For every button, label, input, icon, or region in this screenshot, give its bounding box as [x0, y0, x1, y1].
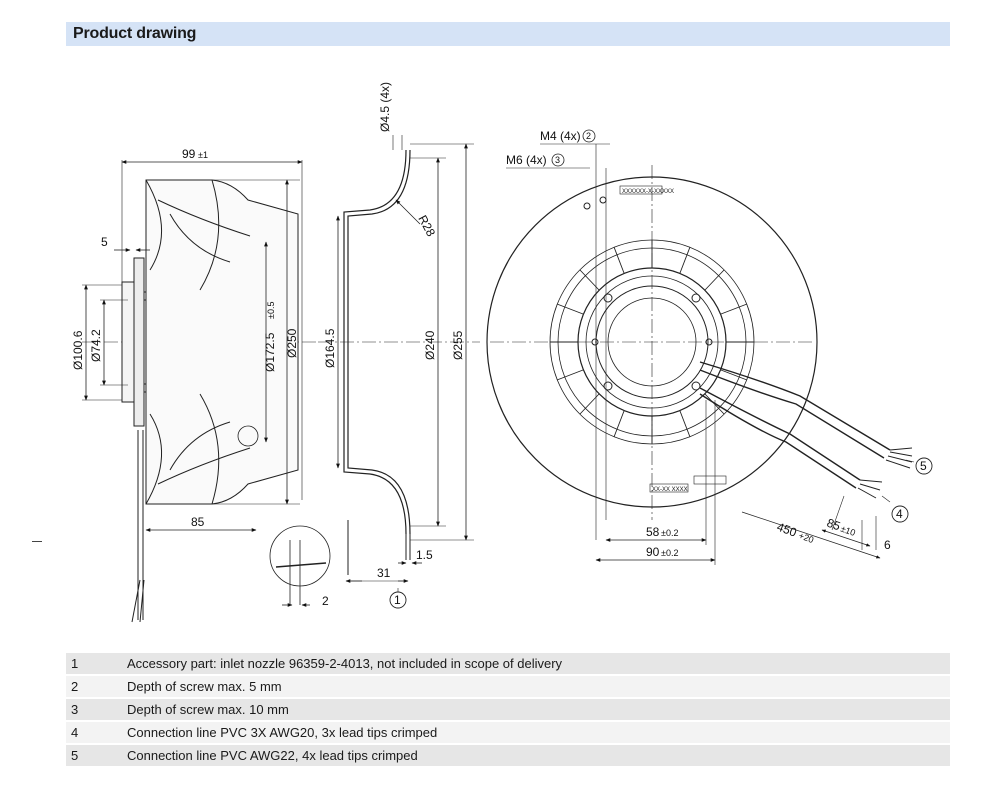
dim-450: 450	[775, 520, 799, 540]
dim-85-lead: 85	[825, 516, 843, 534]
dim-r28: R28	[415, 213, 438, 239]
dim-255: Ø255	[451, 330, 465, 360]
note-row: 2 Depth of screw max. 5 mm	[66, 676, 950, 697]
section-title: Product drawing	[73, 25, 197, 42]
note-number: 3	[71, 702, 79, 717]
dim-240: Ø240	[423, 330, 437, 360]
nozzle-view	[318, 135, 480, 609]
label-sticker: XXXXXX-X-XXXXX	[622, 189, 674, 195]
dim-85-lead-tol: ±10	[839, 523, 856, 538]
dim-250: Ø250	[285, 328, 299, 358]
callout-2: 2	[586, 131, 591, 141]
notes-table: 1 Accessory part: inlet nozzle 96359-2-4…	[66, 653, 950, 768]
note-number: 5	[71, 748, 79, 763]
m4-label: M4 (4x)	[540, 129, 581, 143]
note-number: 4	[71, 725, 79, 740]
dim-172-5-tol: ±0.5	[266, 302, 276, 319]
dim-1-5: 1.5	[416, 548, 433, 562]
callout-1: 1	[394, 593, 401, 607]
note-text: Accessory part: inlet nozzle 96359-2-401…	[127, 656, 563, 671]
dim-58: 58	[646, 525, 660, 539]
dim-detail-2: 2	[322, 594, 329, 608]
dim-6: 6	[884, 538, 891, 552]
dim-hole-4-5: Ø4.5 (4x)	[378, 82, 392, 132]
note-text: Depth of screw max. 5 mm	[127, 679, 282, 694]
callout-4: 4	[896, 507, 903, 521]
note-text: Depth of screw max. 10 mm	[127, 702, 289, 717]
dim-31: 31	[377, 566, 391, 580]
note-text: Connection line PVC 3X AWG20, 3x lead ti…	[127, 725, 438, 740]
dim-58-tol: ±0.2	[661, 528, 678, 538]
front-view	[486, 129, 933, 565]
dim-99-tol: ±1	[198, 150, 208, 160]
note-row: 3 Depth of screw max. 10 mm	[66, 699, 950, 720]
margin-mark	[32, 541, 42, 542]
note-row: 1 Accessory part: inlet nozzle 96359-2-4…	[66, 653, 950, 674]
dim-90: 90	[646, 545, 660, 559]
dim-172-5: Ø172.5	[263, 332, 277, 372]
note-text: Connection line PVC AWG22, 4x lead tips …	[127, 748, 418, 763]
dim-164-5: Ø164.5	[323, 328, 337, 368]
callout-3: 3	[555, 155, 560, 165]
dim-100-6: Ø100.6	[71, 330, 85, 370]
section-header: Product drawing	[66, 22, 950, 46]
note-row: 5 Connection line PVC AWG22, 4x lead tip…	[66, 745, 950, 766]
date-code: XX-XX XXXX	[652, 487, 688, 493]
dim-5: 5	[101, 235, 108, 249]
dim-74-2: Ø74.2	[89, 329, 103, 362]
note-number: 1	[71, 656, 79, 671]
m6-label: M6 (4x)	[506, 153, 547, 167]
dim-85: 85	[191, 515, 205, 529]
callout-5: 5	[920, 459, 927, 473]
side-view	[82, 160, 331, 623]
note-row: 4 Connection line PVC 3X AWG20, 3x lead …	[66, 722, 950, 743]
dim-90-tol: ±0.2	[661, 548, 678, 558]
dim-99: 99	[182, 147, 196, 161]
product-drawing: 99 ±1 5 Ø100.6 Ø74.2 Ø172.5 ±0.5 Ø250 85…	[71, 82, 933, 623]
note-number: 2	[71, 679, 79, 694]
dim-450-tol: +20	[797, 530, 815, 545]
